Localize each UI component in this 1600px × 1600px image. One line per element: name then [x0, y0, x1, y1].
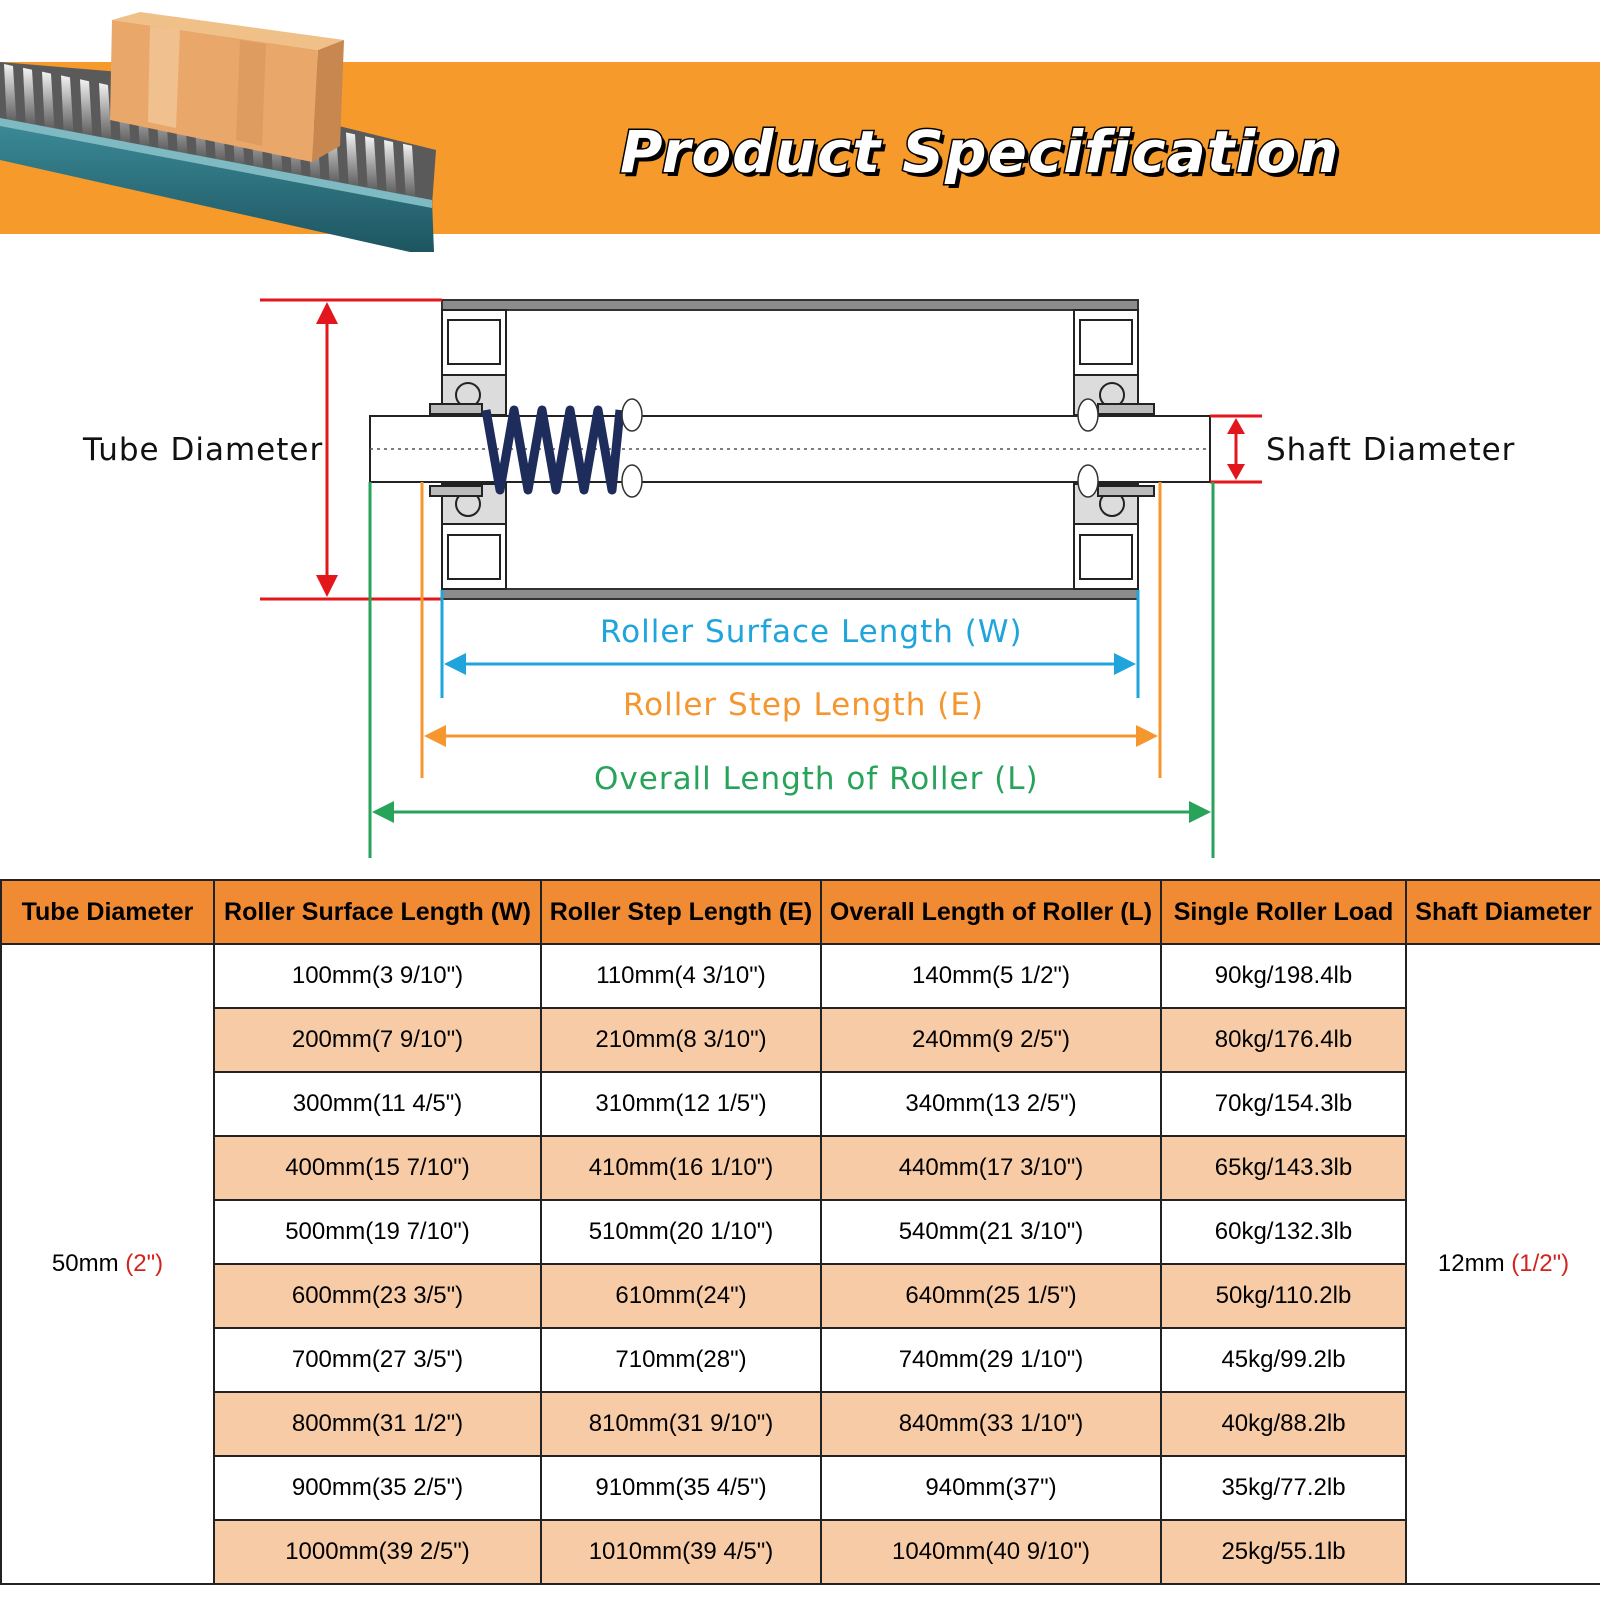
table-row: 1000mm(39 2/5") 1010mm(39 4/5") 1040mm(4… — [1, 1519, 1600, 1585]
step-length-cell: 910mm(35 4/5") — [540, 1455, 822, 1521]
overall-length-cell: 140mm(5 1/2") — [820, 943, 1162, 1009]
conveyor-roller — [365, 136, 378, 199]
surface-length-cell: 800mm(31 1/2") — [213, 1391, 542, 1457]
roller-load-cell: 25kg/55.1lb — [1160, 1519, 1407, 1585]
step-length-cell: 610mm(24") — [540, 1263, 822, 1329]
conveyor-illustration — [0, 12, 436, 252]
surface-length-cell: 900mm(35 2/5") — [213, 1455, 542, 1521]
tube-top-wall — [441, 299, 1139, 311]
step-length-cell: 310mm(12 1/5") — [540, 1071, 822, 1137]
spring — [481, 405, 625, 495]
overall-length-cell: 1040mm(40 9/10") — [820, 1519, 1162, 1585]
step-length-label: Roller Step Length (E) — [623, 687, 985, 723]
table-row: 800mm(31 1/2") 810mm(31 9/10") 840mm(33 … — [1, 1391, 1600, 1457]
step-length-cell: 510mm(20 1/10") — [540, 1199, 822, 1265]
header-tube-diameter: Tube Diameter — [0, 879, 215, 945]
tube-diameter-label: Tube Diameter — [83, 432, 324, 468]
step-length-cell: 410mm(16 1/10") — [540, 1135, 822, 1201]
conveyor-roller — [42, 71, 55, 138]
table-row: 400mm(15 7/10") 410mm(16 1/10") 440mm(17… — [1, 1135, 1600, 1201]
table-row: 50mm (2") 100mm(3 9/10") 110mm(4 3/10") … — [0, 943, 1600, 1585]
table-row: 900mm(35 2/5") 910mm(35 4/5") 940mm(37")… — [1, 1455, 1600, 1521]
roller-load-cell: 45kg/99.2lb — [1160, 1327, 1407, 1393]
table-row: 700mm(27 3/5") 710mm(28") 740mm(29 1/10"… — [1, 1327, 1600, 1393]
roller-load-cell: 40kg/88.2lb — [1160, 1391, 1407, 1457]
step-length-cell: 810mm(31 9/10") — [540, 1391, 822, 1457]
table-row: 600mm(23 3/5") 610mm(24") 640mm(25 1/5")… — [1, 1263, 1600, 1329]
step-length-cell: 210mm(8 3/10") — [540, 1007, 822, 1073]
step-length-cell: 710mm(28") — [540, 1327, 822, 1393]
step-length-cell: 1010mm(39 4/5") — [540, 1519, 822, 1585]
shaft-diameter-dimension — [1210, 414, 1262, 484]
roller-load-cell: 35kg/77.2lb — [1160, 1455, 1407, 1521]
step-length-cell: 110mm(4 3/10") — [540, 943, 822, 1009]
overall-length-cell: 540mm(21 3/10") — [820, 1199, 1162, 1265]
roller-load-cell: 60kg/132.3lb — [1160, 1199, 1407, 1265]
tube-bottom-wall — [441, 588, 1139, 600]
header-overall-length: Overall Length of Roller (L) — [820, 879, 1162, 945]
header-roller-load: Single Roller Load — [1160, 879, 1407, 945]
surface-length-cell: 700mm(27 3/5") — [213, 1327, 542, 1393]
table-row: 500mm(19 7/10") 510mm(20 1/10") 540mm(21… — [1, 1199, 1600, 1265]
conveyor-roller — [99, 83, 112, 148]
surface-length-cell: 500mm(19 7/10") — [213, 1199, 542, 1265]
conveyor-roller — [80, 79, 93, 145]
conveyor-roller — [403, 143, 416, 206]
conveyor-roller — [346, 132, 359, 195]
surface-length-cell: 1000mm(39 2/5") — [213, 1519, 542, 1585]
shaft-diameter-value: 12mm (1/2") — [1405, 943, 1600, 1585]
overall-length-cell: 940mm(37") — [820, 1455, 1162, 1521]
conveyor-roller — [61, 75, 74, 141]
roller-load-cell: 65kg/143.3lb — [1160, 1135, 1407, 1201]
overall-length-cell: 640mm(25 1/5") — [820, 1263, 1162, 1329]
overall-length-cell: 440mm(17 3/10") — [820, 1135, 1162, 1201]
surface-length-cell: 600mm(23 3/5") — [213, 1263, 542, 1329]
spec-table: Tube Diameter Roller Surface Length (W) … — [0, 879, 1600, 1585]
surface-length-cell: 300mm(11 4/5") — [213, 1071, 542, 1137]
shaft-diameter-label: Shaft Diameter — [1266, 432, 1516, 468]
overall-length-cell: 340mm(13 2/5") — [820, 1071, 1162, 1137]
header-surface-length: Roller Surface Length (W) — [213, 879, 542, 945]
conveyor-roller — [23, 67, 36, 134]
table-row: 200mm(7 9/10") 210mm(8 3/10") 240mm(9 2/… — [1, 1007, 1600, 1073]
tube-diameter-dimension — [260, 298, 442, 601]
header-step-length: Roller Step Length (E) — [540, 879, 822, 945]
step-length-dimension — [420, 482, 1162, 778]
overall-length-cell: 740mm(29 1/10") — [820, 1327, 1162, 1393]
tube-diameter-value: 50mm (2") — [0, 943, 215, 1585]
conveyor-roller — [4, 64, 17, 130]
overall-length-label: Overall Length of Roller (L) — [594, 761, 1039, 797]
roller-diagram — [260, 298, 1262, 858]
header-shaft-diameter: Shaft Diameter — [1405, 879, 1600, 945]
roller-load-cell: 80kg/176.4lb — [1160, 1007, 1407, 1073]
surface-length-dimension — [440, 590, 1140, 698]
overall-length-cell: 240mm(9 2/5") — [820, 1007, 1162, 1073]
surface-length-cell: 100mm(3 9/10") — [213, 943, 542, 1009]
surface-length-cell: 400mm(15 7/10") — [213, 1135, 542, 1201]
table-header-row: Tube Diameter Roller Surface Length (W) … — [0, 879, 1600, 945]
surface-length-label: Roller Surface Length (W) — [600, 614, 1023, 650]
roller-load-cell: 90kg/198.4lb — [1160, 943, 1407, 1009]
roller-load-cell: 50kg/110.2lb — [1160, 1263, 1407, 1329]
overall-length-cell: 840mm(33 1/10") — [820, 1391, 1162, 1457]
roller-load-cell: 70kg/154.3lb — [1160, 1071, 1407, 1137]
conveyor-roller — [384, 140, 397, 202]
surface-length-cell: 200mm(7 9/10") — [213, 1007, 542, 1073]
table-row: 300mm(11 4/5") 310mm(12 1/5") 340mm(13 2… — [1, 1071, 1600, 1137]
page-title: Product Specification — [619, 117, 1341, 188]
overall-length-dimension — [368, 482, 1215, 858]
